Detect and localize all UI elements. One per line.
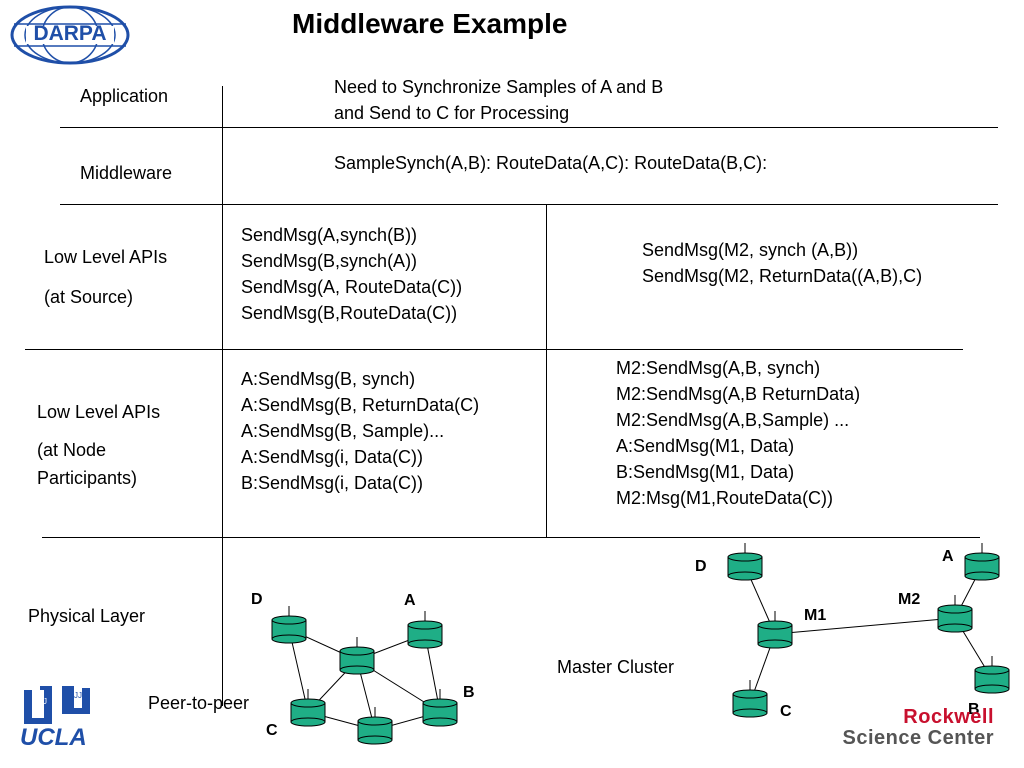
row-label-application: Application — [80, 86, 169, 106]
p2p-label-b: B — [463, 684, 475, 701]
row-label-low-source: Low Level APIs (at Source) — [44, 237, 167, 317]
low-source-right-list: SendMsg(M2, synch (A,B)) SendMsg(M2, Ret… — [642, 237, 922, 289]
p2p-node-d — [271, 605, 307, 644]
code-line: A:SendMsg(B, synch) — [241, 369, 416, 389]
code-line: SendMsg(M2, ReturnData((A,B),C) — [642, 266, 923, 286]
application-text: Need to Synchronize Samples of A and B a… — [334, 74, 663, 126]
row-label-low-node: Low Level APIs (at Node Participants) — [37, 398, 160, 492]
mc-node-a — [964, 542, 1000, 581]
code-line: SendMsg(A, RouteData(C)) — [241, 277, 463, 297]
code-line: M2:SendMsg(A,B ReturnData) — [616, 384, 861, 404]
row-label-line: (at Node — [37, 440, 107, 460]
p2p-label-a: A — [404, 592, 416, 609]
row-label-middleware: Middleware — [80, 163, 173, 183]
mc-node-c — [732, 679, 768, 718]
low-node-right-list: M2:SendMsg(A,B, synch) M2:SendMsg(A,B Re… — [616, 355, 860, 511]
row-label-physical: Physical Layer — [28, 606, 146, 626]
svg-text:JJJ: JJJ — [35, 697, 47, 706]
code-line: M2:SendMsg(A,B,Sample) ... — [616, 410, 850, 430]
row-label-line: Low Level APIs — [44, 247, 168, 267]
mc-label-d: D — [695, 558, 707, 575]
divider-application — [60, 127, 998, 128]
divider-vertical-main — [222, 86, 223, 706]
p2p-node-bottom — [357, 706, 393, 745]
mc-label-c: C — [780, 703, 792, 720]
code-line: A:SendMsg(B, ReturnData(C) — [241, 395, 480, 415]
divider-middleware — [60, 204, 998, 205]
code-line: M2:Msg(M1,RouteData(C)) — [616, 488, 834, 508]
mc-node-b — [974, 655, 1010, 694]
mc-node-m1 — [757, 610, 793, 649]
p2p-label-c: C — [266, 722, 278, 739]
p2p-node-a — [407, 610, 443, 649]
code-line: B:SendMsg(M1, Data) — [616, 462, 795, 482]
low-node-left-list: A:SendMsg(B, synch) A:SendMsg(B, ReturnD… — [241, 366, 479, 496]
mc-node-d — [727, 542, 763, 581]
mc-label-a: A — [942, 548, 954, 565]
p2p-node-b — [422, 688, 458, 727]
code-line: A:SendMsg(i, Data(C)) — [241, 447, 424, 467]
mc-label-m2: M2 — [898, 591, 921, 608]
code-line: M2:SendMsg(A,B, synch) — [616, 358, 821, 378]
code-line: A:SendMsg(M1, Data) — [616, 436, 795, 456]
code-line: SendMsg(A,synch(B)) — [241, 225, 418, 245]
code-line: B:SendMsg(i, Data(C)) — [241, 473, 424, 493]
code-line: SendMsg(B,synch(A)) — [241, 251, 418, 271]
low-source-left-list: SendMsg(A,synch(B)) SendMsg(B,synch(A)) … — [241, 222, 462, 326]
middleware-text: SampleSynch(A,B): RouteData(A,C): RouteD… — [334, 153, 768, 173]
mc-label-b: B — [968, 701, 980, 718]
darpa-logo: DARPA — [8, 4, 132, 66]
mc-node-m2 — [937, 594, 973, 633]
p2p-caption: Peer-to-peer — [148, 693, 250, 713]
divider-vertical-mid — [546, 204, 547, 537]
mc-label-m1: M1 — [804, 607, 827, 624]
row-label-line: Low Level APIs — [37, 402, 161, 422]
p2p-node-center — [339, 636, 375, 675]
divider-low-node — [42, 537, 980, 538]
code-line: A:SendMsg(B, Sample)... — [241, 421, 445, 441]
ucla-logo-text: UCLA — [20, 724, 87, 751]
page-title: Middleware Example — [292, 8, 568, 39]
science-center-logo-text: Science Center — [842, 727, 994, 749]
darpa-logo-text: DARPA — [33, 22, 107, 45]
application-text-line: Need to Synchronize Samples of A and B — [334, 77, 664, 97]
application-text-line: and Send to C for Processing — [334, 103, 570, 123]
ucla-logo: JJJ JJ UCLA — [18, 684, 98, 764]
code-line: SendMsg(B,RouteData(C)) — [241, 303, 458, 323]
p2p-label-d: D — [251, 591, 263, 608]
row-label-line: (at Source) — [44, 287, 134, 307]
code-line: SendMsg(M2, synch (A,B)) — [642, 240, 859, 260]
mc-caption: Master Cluster — [557, 657, 675, 677]
svg-text:JJ: JJ — [74, 691, 82, 700]
rockwell-logo: Rockwell Science Center — [790, 706, 1000, 758]
divider-low-source — [25, 349, 963, 350]
rockwell-logo-text: Rockwell — [903, 706, 994, 728]
row-label-line: Participants) — [37, 468, 138, 488]
p2p-node-c — [290, 688, 326, 727]
